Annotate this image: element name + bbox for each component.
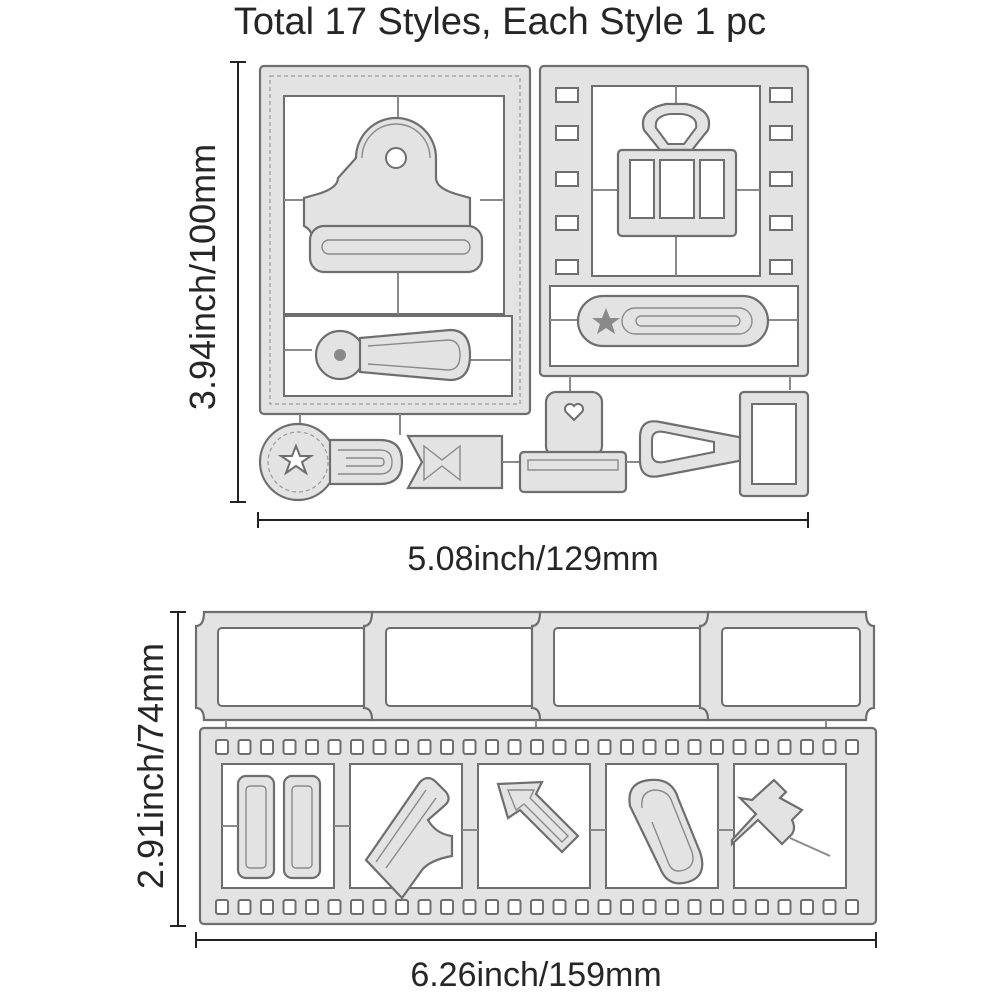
push-pin-icon: [730, 778, 831, 857]
sprocket-hole: [215, 899, 229, 915]
sprocket-hole: [417, 899, 432, 915]
sprocket-hole: [665, 899, 679, 915]
sprocket-hole: [755, 739, 769, 755]
sprocket-hole: [327, 739, 342, 755]
sprocket-hole: [845, 899, 859, 915]
sprocket-hole: [237, 899, 252, 915]
sprocket-hole: [665, 739, 679, 755]
sprocket-hole: [327, 899, 342, 915]
heart-clip-icon: [518, 390, 640, 494]
sprocket-hole: [350, 899, 364, 915]
star-paperclip-icon: [576, 294, 770, 348]
set1-width-label: 5.08inch/129mm: [407, 540, 659, 578]
sprocket-hole: [642, 899, 657, 915]
sprocket-hole: [620, 739, 634, 755]
sprocket-hole: [530, 899, 544, 915]
double-tag-icon: [236, 774, 322, 880]
set1-height-label: 3.94inch/100mm: [182, 143, 223, 411]
sprocket-hole: [597, 899, 612, 915]
sprocket-hole: [710, 899, 724, 915]
sprocket-hole: [710, 739, 724, 755]
sprocket-hole: [620, 899, 634, 915]
flag-tag-icon: [406, 434, 520, 490]
sprocket-hole: [800, 899, 814, 915]
page-title: Total 17 Styles, Each Style 1 pc: [233, 1, 767, 43]
sprocket-hole: [260, 739, 274, 755]
sprocket-hole: [845, 739, 859, 755]
die-set-1: [230, 61, 810, 528]
sprocket-hole: [800, 739, 814, 755]
sprocket-hole: [507, 739, 522, 755]
sprocket-hole: [485, 899, 499, 915]
paperclip-icon: [628, 778, 704, 885]
sprocket-hole: [597, 739, 612, 755]
sprocket-hole: [282, 739, 297, 755]
sprocket-hole: [755, 899, 769, 915]
flower-hair-clip-icon: [314, 328, 472, 382]
die-set-2: [170, 610, 878, 948]
sprocket-hole: [575, 899, 589, 915]
sprocket-hole: [530, 739, 544, 755]
sprocket-hole: [732, 899, 747, 915]
sprocket-hole: [507, 899, 522, 915]
sprocket-hole: [260, 899, 274, 915]
sprocket-hole: [372, 899, 387, 915]
sprocket-hole: [777, 739, 792, 755]
sprocket-hole: [440, 739, 454, 755]
sprocket-hole: [552, 899, 567, 915]
sprocket-hole: [215, 739, 229, 755]
sprocket-hole: [440, 899, 454, 915]
sprocket-hole: [822, 739, 837, 755]
sprocket-hole: [552, 739, 567, 755]
sprocket-hole: [417, 739, 432, 755]
binder-clip-icon: [616, 102, 738, 238]
sprocket-hole: [282, 899, 297, 915]
sprocket-hole: [395, 739, 409, 755]
star-circle-paperclip-icon: [258, 422, 404, 502]
sprocket-hole: [462, 739, 477, 755]
bulldog-clip-tilted-icon: [364, 776, 454, 900]
sprocket-hole: [350, 739, 364, 755]
sprocket-hole: [687, 739, 702, 755]
sprocket-hole: [462, 899, 477, 915]
binder-clip-side-icon: [638, 390, 810, 498]
sprocket-hole: [575, 739, 589, 755]
sprocket-hole: [687, 899, 702, 915]
sprocket-hole: [732, 739, 747, 755]
set2-width-label: 6.26inch/159mm: [410, 956, 662, 994]
sprocket-hole: [642, 739, 657, 755]
sprocket-hole: [237, 739, 252, 755]
set2-height-label: 2.91inch/74mm: [130, 642, 171, 890]
sprocket-hole: [777, 899, 792, 915]
bulldog-clip-icon: [302, 116, 484, 274]
sprocket-hole: [822, 899, 837, 915]
sprocket-hole: [395, 899, 409, 915]
sprocket-hole: [305, 739, 319, 755]
arrow-icon: [496, 780, 580, 854]
sprocket-hole: [485, 739, 499, 755]
sprocket-hole: [372, 739, 387, 755]
sprocket-hole: [305, 899, 319, 915]
ticket-frame-icon: [194, 610, 876, 730]
